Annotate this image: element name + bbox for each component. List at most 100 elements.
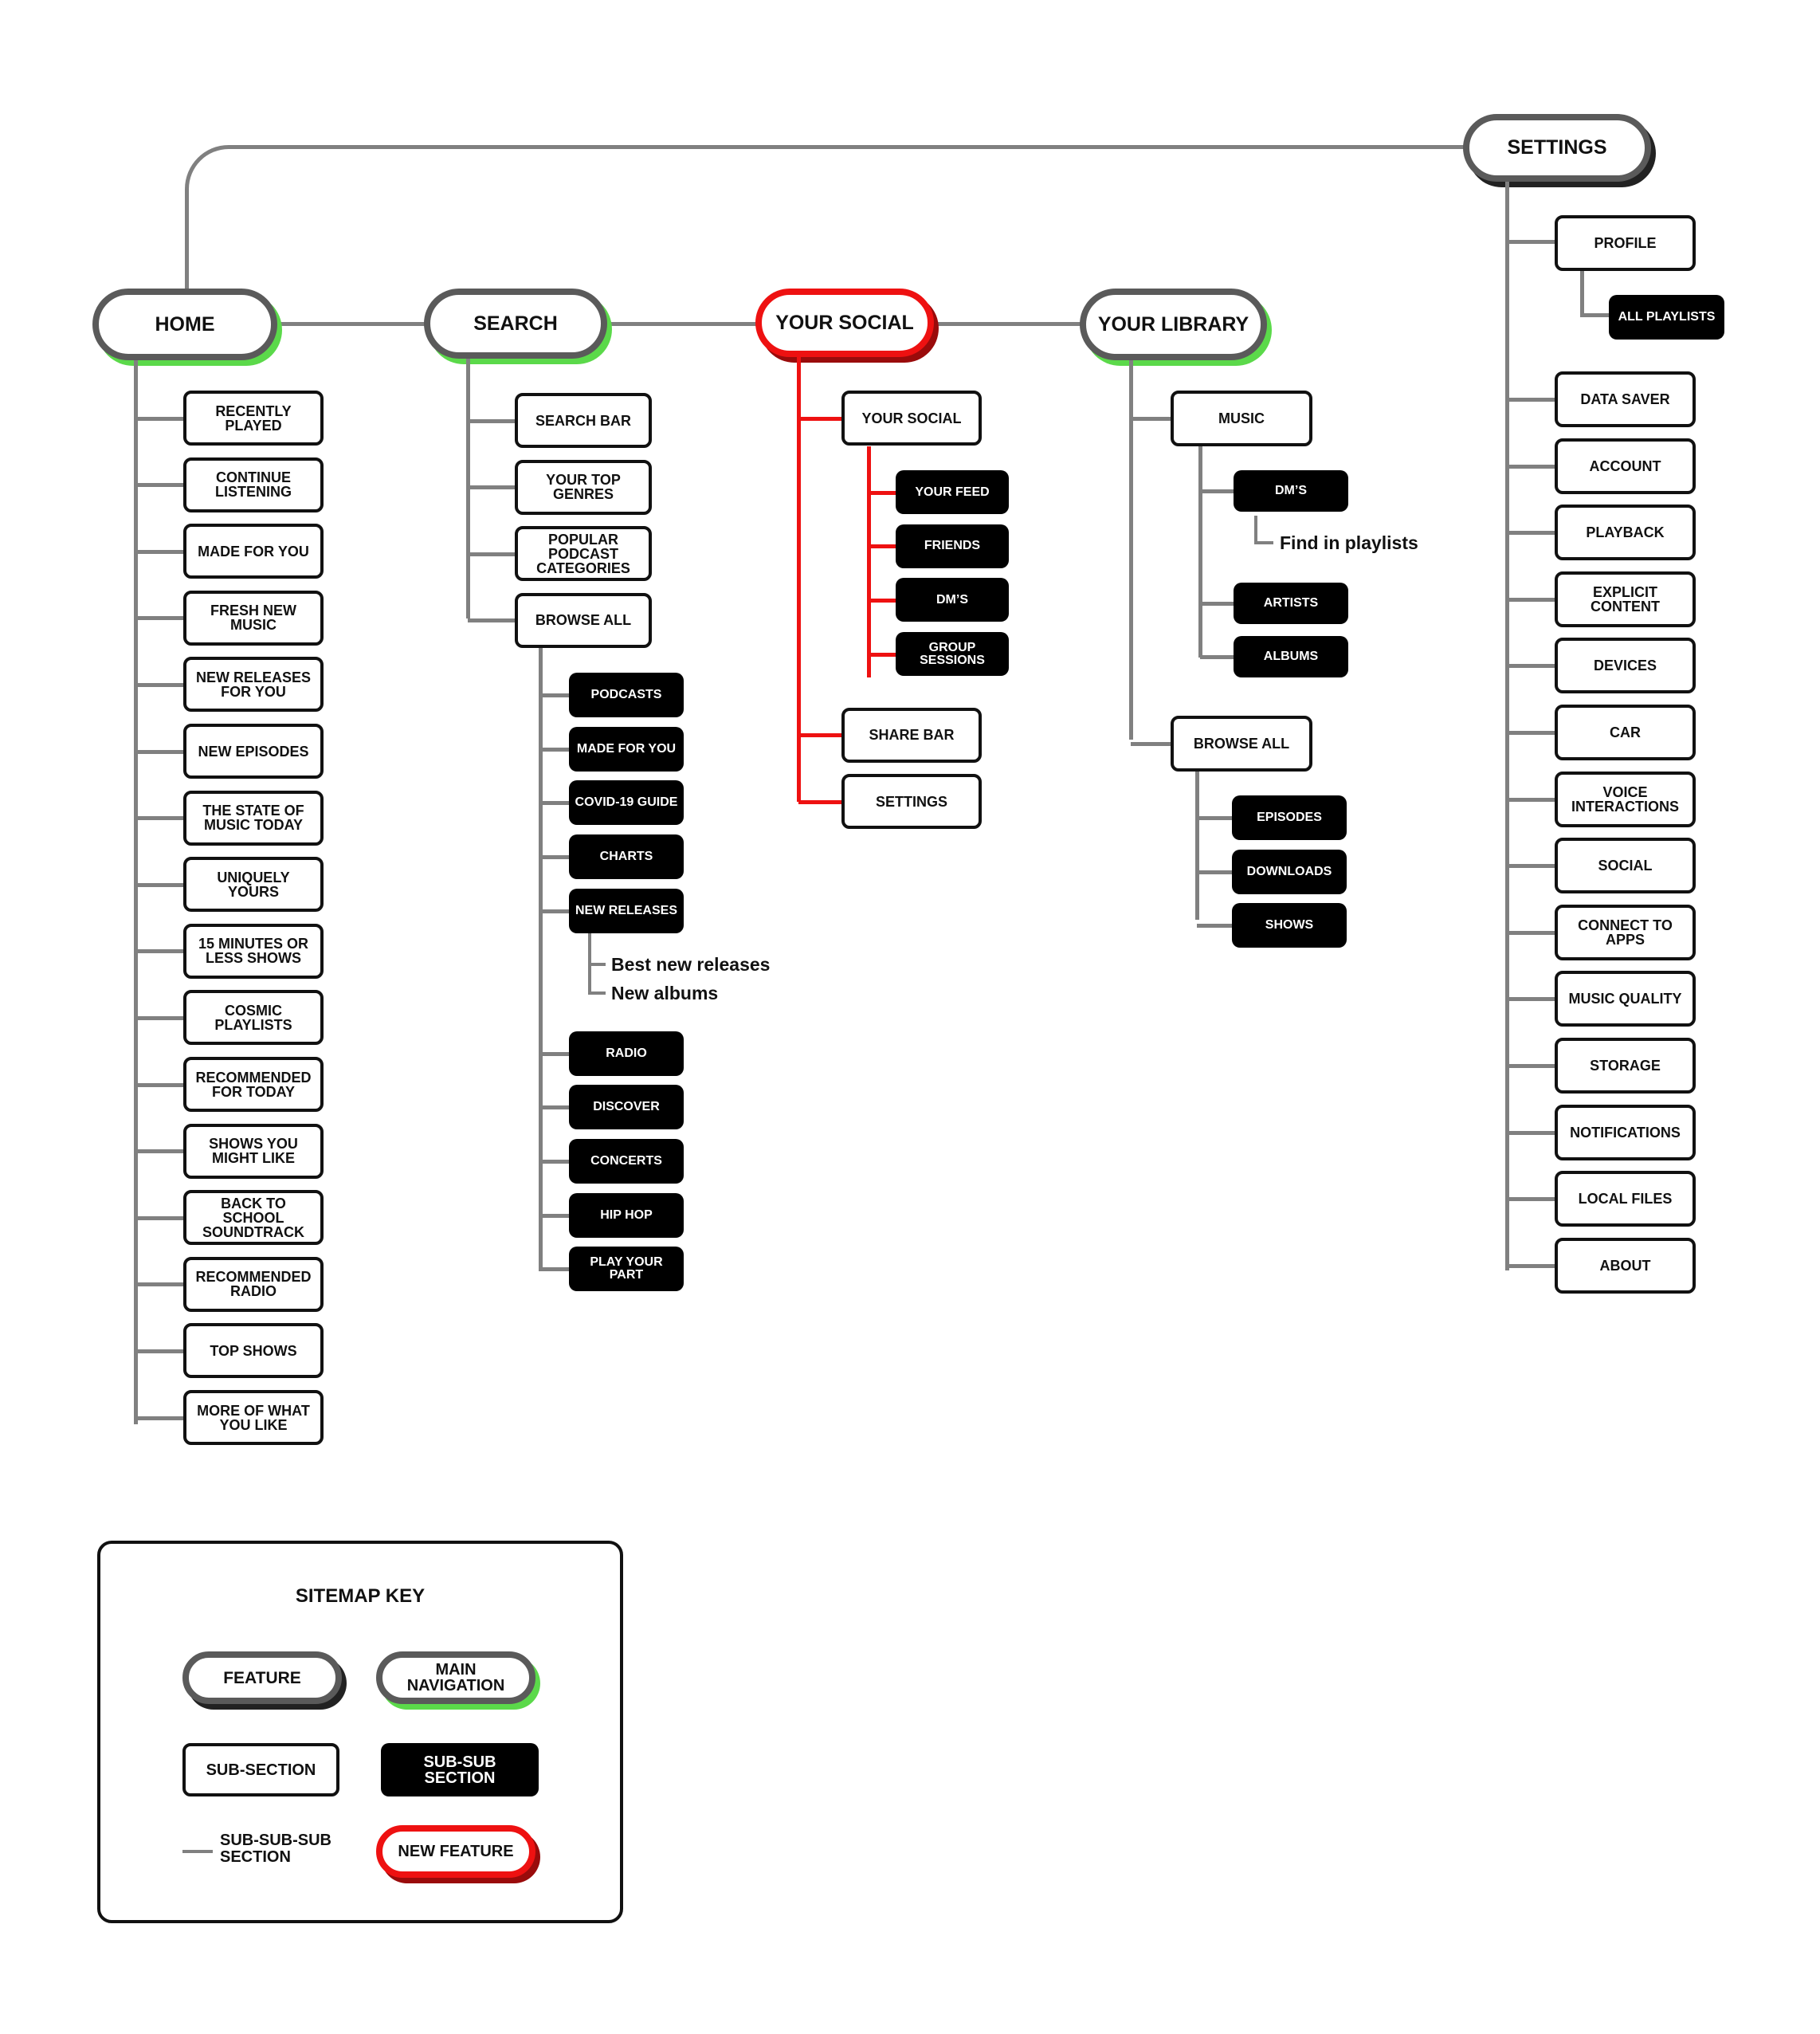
key-sub-section-swatch: SUB-SECTION [182, 1743, 339, 1796]
home-item[interactable]: CONTINUE LISTENING [183, 457, 324, 512]
key-sub-sub-sub-line-icon [182, 1850, 213, 1853]
home-item-label: RECOMMENDED FOR TODAY [195, 1069, 312, 1100]
home-item[interactable]: RECOMMENDED FOR TODAY [183, 1057, 324, 1112]
home-item[interactable]: MADE FOR YOU [183, 524, 324, 579]
library-browse-all-item[interactable]: SHOWS [1232, 903, 1347, 948]
home-item[interactable]: UNIQUELY YOURS [183, 857, 324, 913]
your-social-item[interactable]: GROUP SESSIONS [896, 632, 1009, 677]
search-browse-all-item-label: RADIO [606, 1046, 647, 1060]
search-browse-all-item[interactable]: HIP HOP [569, 1192, 684, 1238]
library-item[interactable]: MUSIC [1171, 391, 1312, 446]
settings-item-label: NOTIFICATIONS [1570, 1124, 1681, 1141]
library-trunk [1129, 360, 1133, 740]
settings-item-label: CONNECT TO APPS [1578, 917, 1673, 948]
leaf-new-albums[interactable]: New albums [611, 983, 719, 1003]
home-item[interactable]: NEW RELEASES FOR YOU [183, 657, 324, 713]
settings-item[interactable]: DATA SAVER [1555, 371, 1696, 427]
leaf-find-in-playlists[interactable]: Find in playlists [1280, 532, 1418, 553]
library-music-item[interactable]: ALBUMS [1234, 636, 1348, 678]
home-item[interactable]: TOP SHOWS [183, 1323, 324, 1379]
library-item[interactable]: BROWSE ALL [1171, 715, 1312, 772]
search-item[interactable]: SEARCH BAR [515, 393, 652, 448]
settings-item[interactable]: SOCIAL [1555, 838, 1696, 894]
home-item[interactable]: MORE OF WHAT YOU LIKE [183, 1390, 324, 1445]
search-browse-all-item[interactable]: MADE FOR YOU [569, 726, 684, 772]
settings-item[interactable]: PLAYBACK [1555, 505, 1696, 561]
leaf-best-new-releases[interactable]: Best new releases [611, 954, 771, 975]
search-item[interactable]: BROWSE ALL [515, 592, 652, 648]
home-item-label: BACK TO SCHOOL SOUNDTRACK [202, 1195, 304, 1240]
home-branch [135, 749, 183, 754]
settings-item-label: CAR [1610, 724, 1641, 740]
settings-item[interactable]: CONNECT TO APPS [1555, 904, 1696, 960]
main-nav-your-social[interactable]: YOUR SOCIAL [755, 289, 934, 357]
home-item[interactable]: COSMIC PLAYLISTS [183, 990, 324, 1046]
library-browse-all-item[interactable]: EPISODES [1232, 795, 1347, 840]
home-item[interactable]: FRESH NEW MUSIC [183, 590, 324, 646]
search-browse-all-item-label: CONCERTS [590, 1153, 662, 1168]
connector-home-settings [185, 145, 1468, 296]
library-item-label: MUSIC [1218, 410, 1265, 426]
your-social-item-label: DM’S [936, 592, 968, 607]
search-branch [468, 418, 515, 423]
home-branch [135, 1082, 183, 1087]
settings-item[interactable]: CAR [1555, 705, 1696, 760]
main-nav-your-social-label: YOUR SOCIAL [775, 311, 914, 334]
key-new-feature-swatch: NEW FEATURE [376, 1825, 535, 1878]
home-item[interactable]: 15 MINUTES OR LESS SHOWS [183, 923, 324, 979]
key-feature-swatch: FEATURE [182, 1651, 342, 1704]
search-browse-all-branch [540, 855, 569, 860]
settings-item[interactable]: ABOUT [1555, 1237, 1696, 1294]
settings-all-playlists[interactable]: ALL PLAYLISTS [1609, 295, 1724, 340]
settings-item[interactable]: STORAGE [1555, 1038, 1696, 1094]
search-browse-all-item[interactable]: CONCERTS [569, 1138, 684, 1184]
search-browse-all-item[interactable]: CHARTS [569, 834, 684, 880]
settings-item[interactable]: MUSIC QUALITY [1555, 971, 1696, 1027]
search-item[interactable]: YOUR TOP GENRES [515, 459, 652, 515]
search-browse-all-item-label: NEW RELEASES [575, 903, 677, 917]
search-browse-all-item[interactable]: PODCASTS [569, 673, 684, 717]
library-browse-all-item[interactable]: DOWNLOADS [1232, 849, 1347, 894]
home-item[interactable]: RECOMMENDED RADIO [183, 1256, 324, 1312]
settings-item[interactable]: LOCAL FILES [1555, 1171, 1696, 1227]
settings-item-label: PLAYBACK [1586, 524, 1665, 541]
settings-item[interactable]: EXPLICIT CONTENT [1555, 571, 1696, 627]
social-item[interactable]: YOUR SOCIAL [841, 391, 982, 446]
search-item[interactable]: POPULAR PODCAST CATEGORIES [515, 526, 652, 582]
main-nav-home[interactable]: HOME [92, 289, 277, 360]
settings-profile[interactable]: PROFILE [1555, 215, 1696, 271]
search-branch [468, 552, 515, 556]
settings-item[interactable]: ACCOUNT [1555, 438, 1696, 494]
settings-item[interactable]: VOICE INTERACTIONS [1555, 771, 1696, 827]
social-branch [798, 799, 841, 804]
social-item[interactable]: SHARE BAR [841, 707, 982, 763]
main-nav-search[interactable]: SEARCH [424, 289, 607, 359]
home-item[interactable]: THE STATE OF MUSIC TODAY [183, 790, 324, 846]
settings-item[interactable]: DEVICES [1555, 638, 1696, 694]
library-music-item-label: ALBUMS [1263, 650, 1319, 664]
search-browse-all-item[interactable]: COVID-19 GUIDE [569, 780, 684, 826]
home-item[interactable]: NEW EPISODES [183, 724, 324, 779]
search-browse-all-branch [540, 693, 569, 697]
main-nav-your-library[interactable]: YOUR LIBRARY [1080, 289, 1267, 360]
library-music-item[interactable]: DM’S [1234, 470, 1348, 512]
search-browse-all-item[interactable]: RADIO [569, 1031, 684, 1076]
settings-item[interactable]: NOTIFICATIONS [1555, 1104, 1696, 1160]
social-item[interactable]: SETTINGS [841, 774, 982, 830]
feature-settings[interactable]: SETTINGS [1463, 114, 1651, 182]
your-social-item[interactable]: DM’S [896, 578, 1009, 622]
your-social-item[interactable]: FRIENDS [896, 524, 1009, 568]
home-item[interactable]: RECENTLY PLAYED [183, 391, 324, 446]
your-social-item[interactable]: YOUR FEED [896, 470, 1009, 514]
your-social-branch [869, 598, 896, 603]
search-browse-all-item[interactable]: DISCOVER [569, 1085, 684, 1130]
search-browse-all-item[interactable]: NEW RELEASES [569, 888, 684, 933]
library-music-item[interactable]: ARTISTS [1234, 582, 1348, 624]
key-sub-sub-section-swatch: SUB-SUB SECTION [381, 1743, 539, 1796]
home-item[interactable]: SHOWS YOU MIGHT LIKE [183, 1123, 324, 1179]
settings-branch [1507, 464, 1555, 469]
home-item[interactable]: BACK TO SCHOOL SOUNDTRACK [183, 1190, 324, 1246]
settings-branch [1507, 930, 1555, 935]
home-branch [135, 483, 183, 488]
search-browse-all-item[interactable]: PLAY YOUR PART [569, 1247, 684, 1292]
